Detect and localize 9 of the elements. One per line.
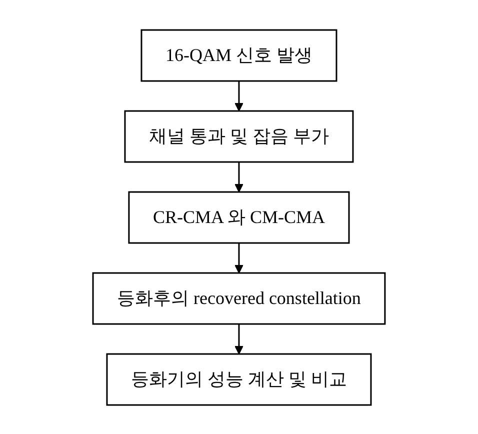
node-box: 채널 통과 및 잡음 부가 <box>124 110 354 162</box>
node-box: 등화후의 recovered constellation <box>92 272 386 324</box>
arrow <box>234 162 244 192</box>
node-box: 16-QAM 신호 발생 <box>140 28 338 82</box>
arrow <box>234 324 244 354</box>
node-box: CR-CMA 와 CM-CMA <box>128 190 350 244</box>
node-box: 등화기의 성능 계산 및 비교 <box>106 352 372 406</box>
arrow <box>234 80 244 111</box>
arrow <box>234 242 244 273</box>
